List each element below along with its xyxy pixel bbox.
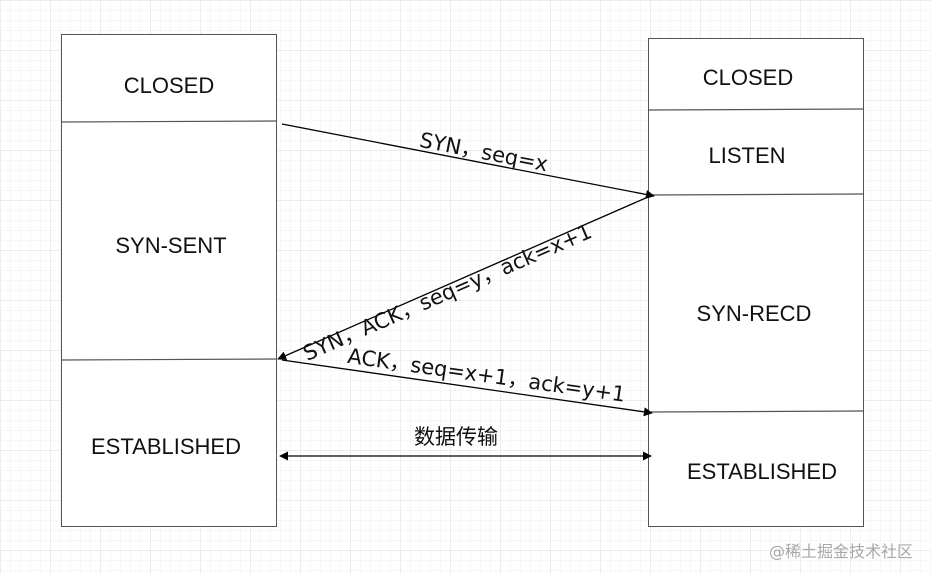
server-state-closed: CLOSED [702,65,794,90]
client-divider-1 [60,120,278,123]
server-state-box [648,38,864,527]
server-state-syn-recd: SYN-RECD [696,301,812,326]
server-state-listen: LISTEN [708,143,786,168]
client-state-established: ESTABLISHED [91,434,241,459]
syn-arrow [281,123,655,199]
client-state-syn-sent: SYN-SENT [115,233,227,258]
syn-ack-arrow [277,196,649,360]
watermark: @稀土掘金技术社区 [768,542,913,561]
server-divider-2 [647,193,865,196]
client-divider-2 [60,358,278,361]
server-state-established: ESTABLISHED [687,459,837,484]
client-state-box [61,34,277,527]
client-state-closed: CLOSED [123,73,215,98]
server-divider-1 [647,108,865,111]
server-divider-3 [647,410,865,413]
data-transfer-label: 数据传输 [414,425,498,449]
ack-arrow [281,359,653,417]
